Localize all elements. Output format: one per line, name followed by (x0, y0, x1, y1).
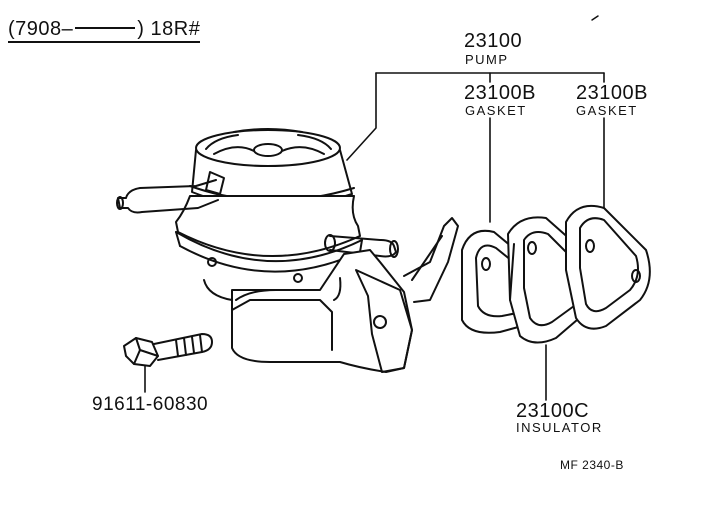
pump-flange-edge (175, 231, 363, 263)
inlet-nipple (117, 179, 219, 214)
pump-leader (346, 72, 377, 161)
applicability-title-suffix: ) 18R# (137, 18, 201, 40)
pump-cap-top (195, 129, 341, 167)
bolt-shank (153, 333, 213, 361)
fuel-pump (116, 128, 459, 373)
stray-mark (591, 15, 599, 21)
gasket-hole (631, 269, 641, 283)
pump-mount-pad (355, 269, 413, 373)
gasket-left-part-number: 23100B (464, 82, 536, 104)
figure-code: MF 2340-B (560, 458, 624, 472)
rocker-arm (403, 217, 459, 303)
outlet-nipple (329, 235, 397, 258)
gasket-right-part-name: GASKET (576, 103, 638, 118)
bolt-head (123, 337, 159, 367)
leader-lines (144, 72, 605, 401)
pump-lower-body (231, 249, 413, 373)
pump-flange-lower (179, 245, 361, 273)
applicability-title-blank (75, 26, 136, 29)
applicability-title-prefix: (7908– (8, 18, 74, 40)
gasket-right (565, 204, 651, 330)
gasket-right-part-number: 23100B (576, 82, 648, 104)
bolt-part-number: 91611-60830 (92, 394, 209, 415)
pump-part-name: PUMP (465, 52, 509, 67)
pump-cap-ribs (213, 128, 325, 155)
mount-hole (373, 315, 387, 329)
applicability-title: (7908– ) 18R# (8, 18, 201, 43)
gasket-left-part-name: GASKET (465, 103, 527, 118)
insulator-part-number: 23100C (516, 400, 590, 422)
insulator-part-name: INSULATOR (516, 420, 603, 435)
pump-part-number: 23100 (464, 30, 523, 52)
bolt (123, 333, 213, 367)
pump-cap-rim-inner (205, 134, 332, 150)
gasket-hole (585, 239, 595, 253)
title-underline (8, 41, 201, 43)
flange-screw (207, 257, 217, 267)
insulator-hole (527, 241, 537, 255)
gasket-hole (481, 257, 491, 271)
flange-screw (293, 273, 303, 283)
